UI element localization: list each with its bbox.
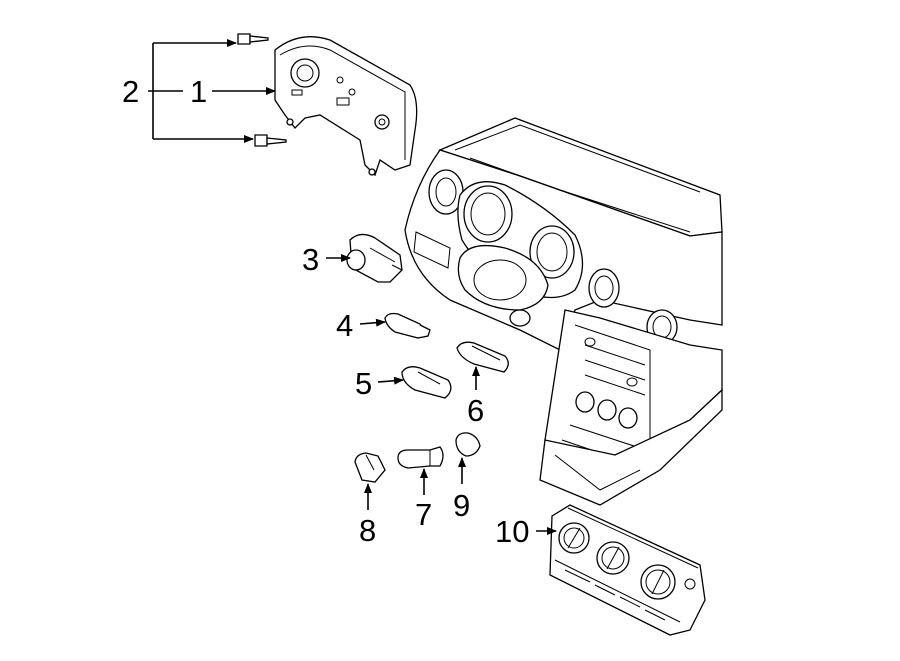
instrument-cluster-part [274, 36, 418, 177]
callout-10: 10 [495, 514, 529, 549]
callout-6: 6 [467, 393, 484, 428]
leader-lines [148, 39, 557, 535]
climate-control-panel-part [549, 504, 706, 636]
switch-module-part [346, 233, 403, 283]
callout-5: 5 [355, 366, 372, 401]
bulb-part-9 [455, 432, 481, 457]
callout-7: 7 [415, 497, 432, 532]
callout-4: 4 [336, 308, 353, 343]
callout-1: 1 [190, 74, 207, 109]
screw-part-lower [254, 134, 287, 147]
bulb-socket-part-6 [456, 341, 509, 373]
callout-9: 9 [453, 488, 470, 523]
callout-8: 8 [359, 513, 376, 548]
cap-part-8 [354, 452, 386, 483]
screw-part-upper [237, 33, 269, 45]
bulb-socket-part-4 [384, 312, 431, 339]
dashboard-illustration [404, 117, 723, 506]
bulb-part-7 [397, 446, 444, 469]
bulb-socket-part-5 [401, 366, 452, 399]
callout-3: 3 [302, 242, 319, 277]
callout-2: 2 [122, 74, 139, 109]
